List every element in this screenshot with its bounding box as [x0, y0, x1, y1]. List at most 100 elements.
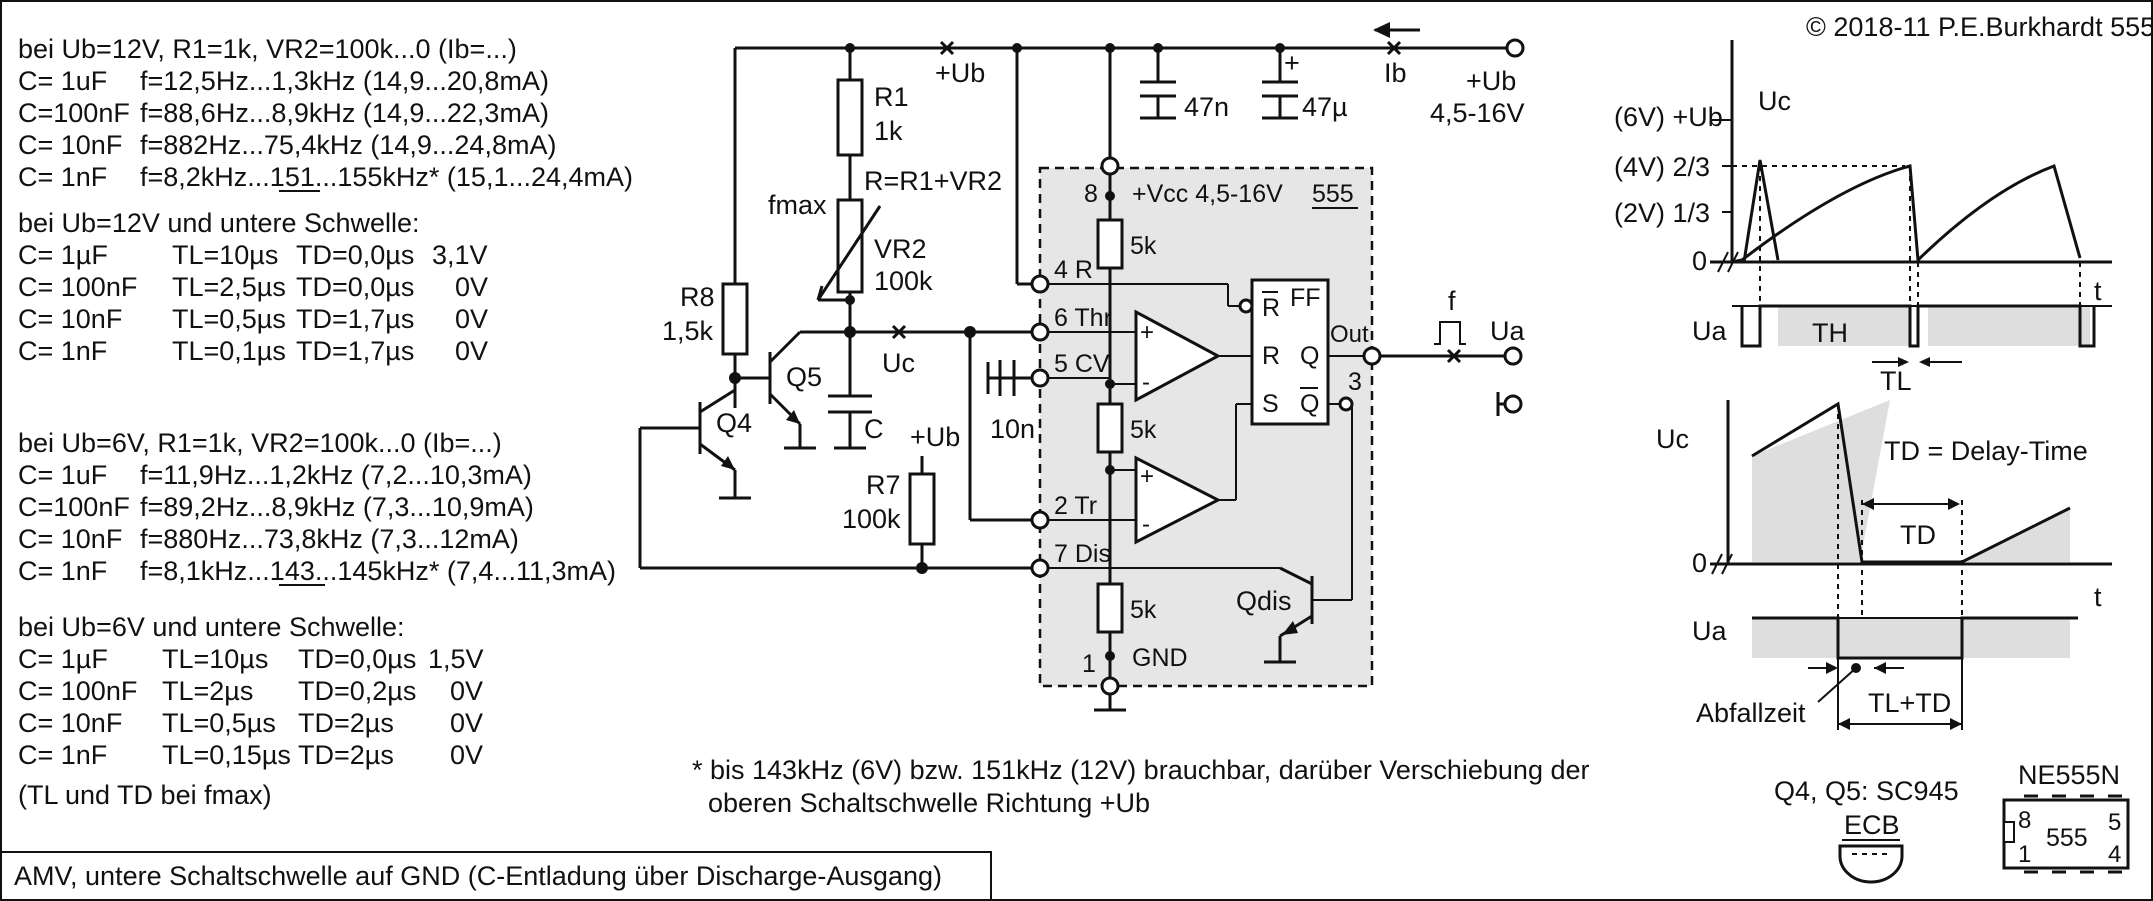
- cap-47u-label: 47µ: [1302, 92, 1348, 122]
- pin3-label: 3: [1348, 368, 1362, 396]
- transistor-qdis: [1048, 566, 1314, 664]
- c-label: C: [864, 414, 884, 444]
- thr12-tl: TL=0,1µs: [172, 336, 286, 366]
- graph-timing-1: Uc (6V) +Ub (4V) 2/3 (2V) 1/3 0 t Ua TH …: [1614, 40, 2112, 396]
- graph2-ylabel: Uc: [1656, 424, 1689, 454]
- thr6-tl: TL=0,15µs: [162, 740, 291, 770]
- thr12-c: C= 10nF: [18, 304, 122, 334]
- circuit: +Ub +Ub 4,5-16V Ib 47n + 47µ R1: [638, 22, 1525, 712]
- graph1-uc-curve: [1741, 164, 2082, 264]
- thr6-c: C= 1nF: [18, 740, 107, 770]
- r1-value: 1k: [874, 116, 903, 146]
- thr12-u: 3,1V: [432, 240, 488, 270]
- thr6-u: 0V: [450, 708, 483, 738]
- pin8-terminal: [1100, 156, 1120, 176]
- graph2-zero: 0: [1692, 548, 1707, 578]
- pin2-label: 2 Tr: [1054, 492, 1097, 520]
- vr2-value: 100k: [874, 266, 933, 296]
- ff-r: R: [1262, 342, 1280, 370]
- ic-body: 555: [2046, 824, 2088, 852]
- out-label: Out: [1330, 321, 1369, 348]
- graph2-ua: Ua: [1692, 616, 1727, 646]
- ic-pin8: 8: [2018, 807, 2031, 834]
- r7-ub: +Ub: [910, 422, 960, 452]
- fmax-label: fmax: [768, 190, 827, 220]
- graph2-delay: TD = Delay-Time: [1884, 436, 2088, 466]
- thr12-td: TD=0,0µs: [296, 240, 414, 270]
- thr6-td: TD=0,0µs: [298, 644, 416, 674]
- resistor-r7: [908, 472, 936, 546]
- thr6-u: 0V: [450, 740, 483, 770]
- comparator-lower: [1134, 455, 1222, 545]
- ib-label: Ib: [1384, 58, 1407, 88]
- ub12-f: f=882Hz...75,4kHz (14,9...24,8mA): [140, 130, 556, 160]
- pin7-label: 7 Dis: [1054, 540, 1111, 568]
- divider-resistor-3: [1096, 582, 1124, 634]
- graph2-ua-wave: [1752, 616, 2078, 660]
- divider-resistor-2: [1096, 402, 1124, 454]
- r-formula: R=R1+VR2: [864, 166, 1002, 196]
- thr12-c: C= 1nF: [18, 336, 107, 366]
- footnote-line2: oberen Schaltschwelle Richtung +Ub: [708, 788, 1150, 818]
- thr6-tl: TL=2µs: [162, 676, 253, 706]
- thr12-tl: TL=2,5µs: [172, 272, 286, 302]
- pin1-terminal: [1100, 676, 1120, 696]
- r1-label: R1: [874, 82, 909, 112]
- ic-pin5: 5: [2108, 809, 2121, 836]
- ff-q: Q: [1300, 342, 1319, 370]
- ub12-f: f=12,5Hz...1,3kHz (14,9...20,8mA): [140, 66, 549, 96]
- cap-47n-label: 47n: [1184, 92, 1229, 122]
- comp2-minus: -: [1142, 511, 1150, 538]
- dip-package-icon: [2002, 798, 2130, 870]
- potentiometer-vr2: [836, 198, 864, 294]
- pin4-label: 4 R: [1054, 256, 1093, 284]
- thr6-tl: TL=10µs: [162, 644, 268, 674]
- transistor-q4: [640, 378, 751, 500]
- thr12-tl: TL=10µs: [172, 240, 278, 270]
- ub6-c: C= 10nF: [18, 524, 122, 554]
- comp2-plus: +: [1140, 463, 1154, 490]
- graph1-th: TH: [1812, 318, 1848, 348]
- transistor-q5: [735, 330, 816, 450]
- pin1-label: 1: [1082, 650, 1096, 678]
- graph1-level-ub: (6V) +Ub: [1614, 102, 1723, 132]
- thr6-td: TD=2µs: [298, 740, 394, 770]
- ib-arrow-icon: [1373, 22, 1420, 38]
- qdis-label: Qdis: [1236, 586, 1292, 616]
- divider-resistor-1: [1096, 218, 1124, 270]
- thr12-u: 0V: [455, 336, 488, 366]
- thr6-note: (TL und TD bei fmax): [18, 780, 272, 810]
- thr6-u: 1,5V: [428, 644, 484, 674]
- graph2-tltd: TL+TD: [1868, 688, 1951, 718]
- thr6-c: C= 1µF: [18, 644, 108, 674]
- resistor-r1: [836, 78, 864, 157]
- cap-47u-plus: +: [1284, 48, 1300, 78]
- ff-s: S: [1262, 390, 1279, 418]
- package-info: Q4, Q5: SC945 ECB NE555N 8 1 5 4 555: [1774, 760, 2130, 884]
- graph2-xlabel: t: [2094, 582, 2102, 612]
- copyright: © 2018-11 P.E.Burkhardt 555-astab10c: [1806, 12, 2153, 42]
- ub12-f: f=8,2kHz...151...155kHz* (15,1...24,4mA): [140, 162, 633, 192]
- ic-name: NE555N: [2018, 760, 2120, 790]
- thr12-td: TD=1,7µs: [296, 336, 414, 366]
- ff-qbar: Q: [1300, 390, 1319, 418]
- ub-terminal: [1505, 38, 1525, 58]
- pin8-label: 8: [1084, 180, 1098, 208]
- graph-timing-2: TD Uc TD = Delay-Time 0 t Ua Abfallzeit …: [1656, 400, 2112, 730]
- thr12-td: TD=0,0µs: [296, 272, 414, 302]
- thr6-u: 0V: [450, 676, 483, 706]
- thr12-c: C= 1µF: [18, 240, 108, 270]
- ub12-c: C=100nF: [18, 98, 130, 128]
- ub12-f: f=88,6Hz...8,9kHz (14,9...22,3mA): [140, 98, 549, 128]
- pin6-label: 6 Thr: [1054, 304, 1112, 332]
- thr12-u: 0V: [455, 272, 488, 302]
- ic-pin1: 1: [2018, 841, 2031, 868]
- thr6-section: bei Ub=6V und untere Schwelle: C= 1µF TL…: [18, 612, 484, 810]
- ua-label: Ua: [1490, 316, 1525, 346]
- r7-value: 100k: [842, 504, 901, 534]
- ub6-c: C=100nF: [18, 492, 130, 522]
- divider-5k-3: 5k: [1130, 596, 1157, 624]
